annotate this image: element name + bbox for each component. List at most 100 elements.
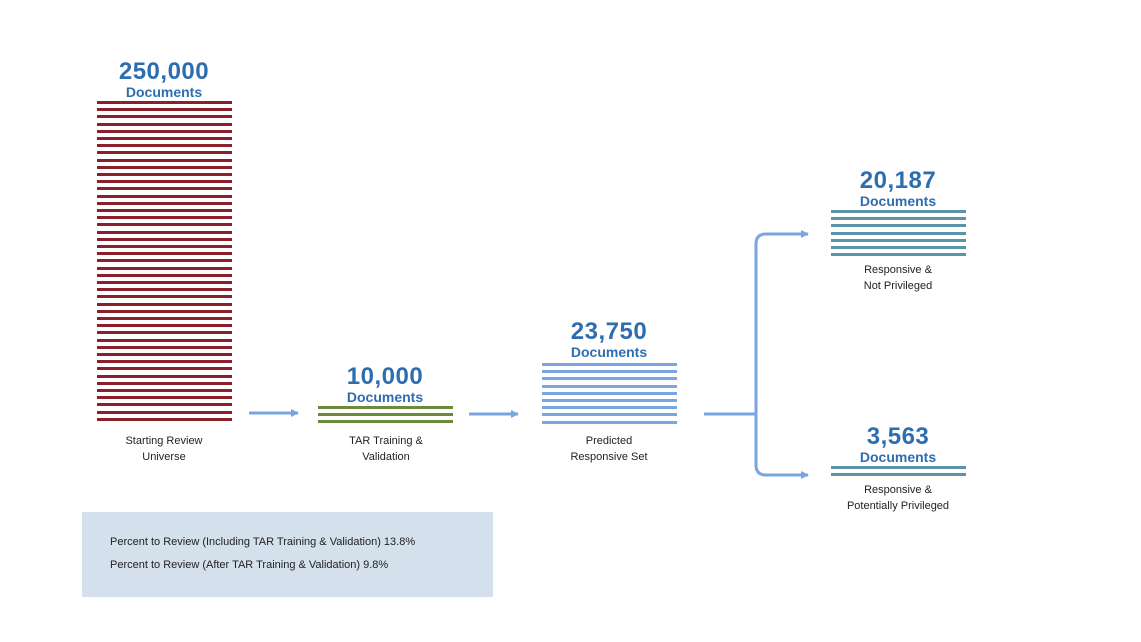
universe-document-line xyxy=(97,324,232,328)
universe-document-line xyxy=(97,266,232,270)
stage-predicted-document-stack xyxy=(542,363,677,425)
universe-document-line xyxy=(97,252,232,256)
stage-training-caption-line-1: TAR Training & xyxy=(349,435,423,447)
stage-training-count: 10,000 xyxy=(346,363,424,390)
stage-universe-unit: Documents xyxy=(125,84,203,100)
not-privileged-document-line xyxy=(831,231,966,235)
universe-document-line xyxy=(97,353,232,356)
universe-document-line xyxy=(97,295,232,299)
predicted-document-line xyxy=(542,413,677,417)
predicted-document-line xyxy=(542,420,677,424)
stage-predicted-heading: 23,750 Documents xyxy=(529,318,689,361)
arrow-split-to-privileged xyxy=(754,414,809,479)
stage-universe-count: 250,000 xyxy=(118,58,210,85)
stage-predicted-count: 23,750 xyxy=(570,318,648,345)
stage-predicted-caption-line-2: Responsive Set xyxy=(570,451,648,463)
predicted-document-line xyxy=(542,399,677,402)
universe-document-line xyxy=(97,389,232,392)
universe-document-line xyxy=(97,223,232,227)
training-document-line xyxy=(318,413,453,417)
not-privileged-document-line xyxy=(831,224,966,228)
training-document-line xyxy=(318,406,453,409)
stage-not-privileged-caption-line-2: Not Privileged xyxy=(863,280,933,292)
stage-not-privileged-document-stack xyxy=(831,210,966,258)
universe-document-line xyxy=(97,187,232,191)
stage-universe-document-stack xyxy=(97,101,232,423)
universe-document-line xyxy=(97,309,232,313)
stage-training-document-stack xyxy=(318,406,453,426)
privileged-document-line xyxy=(831,466,966,469)
stage-training-heading: 10,000 Documents xyxy=(305,363,465,406)
predicted-document-line xyxy=(542,391,677,395)
stage-privileged-document-stack xyxy=(831,466,966,478)
universe-document-line xyxy=(97,158,232,162)
universe-document-line xyxy=(97,173,232,176)
stage-privileged-heading: 3,563 Documents xyxy=(818,423,978,466)
stage-privileged-caption: Responsive & Potentially Privileged xyxy=(818,482,978,514)
stage-training-unit: Documents xyxy=(346,389,424,405)
universe-document-line xyxy=(97,122,232,126)
summary-including-training: Percent to Review (Including TAR Trainin… xyxy=(110,536,416,548)
universe-document-line xyxy=(97,345,232,349)
stage-predicted-caption: Predicted Responsive Set xyxy=(529,433,689,465)
stage-predicted-caption-line-1: Predicted xyxy=(585,435,633,447)
stage-not-privileged-caption-line-1: Responsive & xyxy=(864,264,932,276)
universe-document-line xyxy=(97,201,232,205)
universe-document-line xyxy=(97,374,232,378)
universe-document-line xyxy=(97,338,232,342)
predicted-document-line xyxy=(542,363,677,366)
summary-box: Percent to Review (Including TAR Trainin… xyxy=(82,512,493,597)
universe-document-line xyxy=(97,151,232,155)
training-document-line xyxy=(318,420,453,424)
universe-document-line xyxy=(97,396,232,400)
stage-privileged-caption-line-2: Potentially Privileged xyxy=(846,500,950,512)
universe-document-line xyxy=(97,194,232,198)
predicted-document-line xyxy=(542,377,677,381)
stage-universe-caption-line-2: Universe xyxy=(142,451,186,463)
stage-universe-caption: Starting Review Universe xyxy=(84,433,244,465)
universe-document-line xyxy=(97,288,232,292)
universe-document-line xyxy=(97,302,232,306)
universe-document-line xyxy=(97,417,232,421)
universe-document-line xyxy=(97,137,232,140)
universe-document-line xyxy=(97,403,232,407)
stage-privileged-count: 3,563 xyxy=(866,423,930,450)
stage-training-caption-line-2: Validation xyxy=(362,451,410,463)
stage-universe-caption-line-1: Starting Review xyxy=(125,435,203,447)
universe-document-line xyxy=(97,237,232,241)
predicted-document-line xyxy=(542,370,677,374)
stage-predicted-unit: Documents xyxy=(570,344,648,360)
universe-document-line xyxy=(97,108,232,112)
not-privileged-document-line xyxy=(831,253,966,257)
universe-document-line xyxy=(97,331,232,335)
universe-document-line xyxy=(97,317,232,320)
universe-document-line xyxy=(97,410,232,414)
universe-document-line xyxy=(97,165,232,169)
stage-not-privileged-count: 20,187 xyxy=(859,167,937,194)
stage-not-privileged-unit: Documents xyxy=(859,193,937,209)
arrow-split-to-not-privileged xyxy=(754,230,809,414)
stage-not-privileged-caption: Responsive & Not Privileged xyxy=(818,262,978,294)
universe-document-line xyxy=(97,129,232,133)
stage-privileged-unit: Documents xyxy=(859,449,937,465)
stage-privileged-caption-line-1: Responsive & xyxy=(864,484,932,496)
universe-document-line xyxy=(97,230,232,234)
universe-document-line xyxy=(97,144,232,148)
stage-universe-heading: 250,000 Documents xyxy=(84,58,244,101)
stage-training-caption: TAR Training & Validation xyxy=(306,433,466,465)
privileged-document-line xyxy=(831,473,966,477)
predicted-document-line xyxy=(542,384,677,388)
universe-document-line xyxy=(97,281,232,284)
summary-after-training: Percent to Review (After TAR Training & … xyxy=(110,559,389,571)
universe-document-line xyxy=(97,273,232,277)
universe-document-line xyxy=(97,216,232,220)
predicted-document-line xyxy=(542,406,677,410)
universe-document-line xyxy=(97,381,232,385)
not-privileged-document-line xyxy=(831,238,966,242)
universe-document-line xyxy=(97,360,232,364)
universe-document-line xyxy=(97,101,232,104)
universe-document-line xyxy=(97,245,232,248)
not-privileged-document-line xyxy=(831,246,966,249)
